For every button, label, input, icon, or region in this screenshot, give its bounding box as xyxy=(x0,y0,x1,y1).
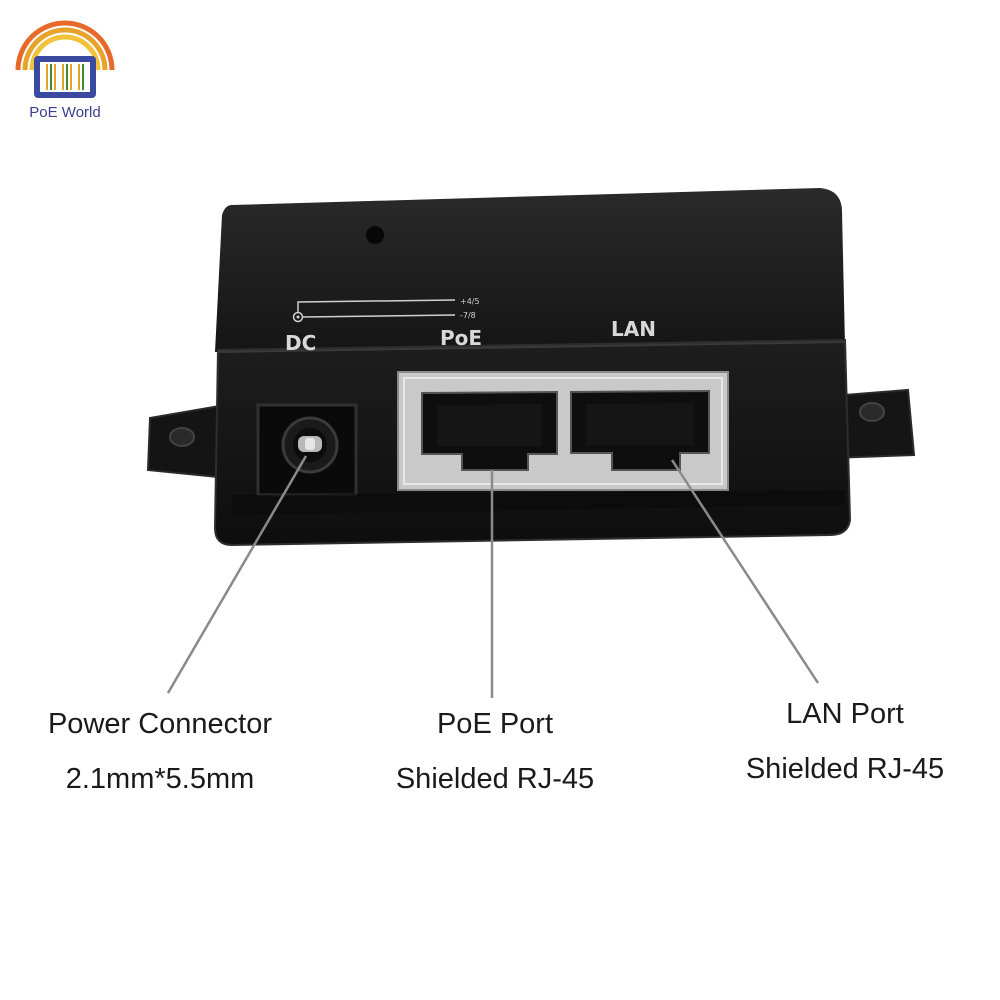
lan-label: LAN xyxy=(611,317,656,341)
brand-logo: PoE World xyxy=(10,8,120,128)
leader-line-lan xyxy=(670,459,820,684)
pin-mark-bottom: -7/8 xyxy=(460,311,476,320)
screw-hole xyxy=(366,226,384,244)
left-mounting-ear xyxy=(146,403,230,480)
callout-title: PoE Port xyxy=(436,708,554,740)
pin-mark-top: +4/5 xyxy=(460,297,480,306)
callout-subtitle: Shielded RJ-45 xyxy=(395,763,595,795)
lan-port-callout: LAN Port Shielded RJ-45 xyxy=(725,700,965,784)
callout-subtitle: Shielded RJ-45 xyxy=(745,753,945,785)
callout-title: Power Connector xyxy=(47,708,273,740)
right-mounting-ear xyxy=(831,388,916,460)
poe-port-callout: PoE Port Shielded RJ-45 xyxy=(375,710,615,794)
logo-mark-icon xyxy=(15,20,115,98)
poe-rj45-port xyxy=(421,390,558,471)
leader-line-power xyxy=(166,455,308,694)
device-top-surface xyxy=(215,188,845,352)
logo-text: PoE World xyxy=(29,104,101,121)
power-connector-callout: Power Connector 2.1mm*5.5mm xyxy=(30,710,290,794)
callout-title: LAN Port xyxy=(786,698,904,730)
callout-subtitle: 2.1mm*5.5mm xyxy=(65,763,255,795)
lan-rj45-port xyxy=(570,389,710,471)
dc-label: DC xyxy=(285,331,316,355)
dc-power-jack xyxy=(256,403,358,497)
poe-label: PoE xyxy=(440,326,482,350)
pinout-marking: +4/5 -7/8 xyxy=(292,297,480,323)
